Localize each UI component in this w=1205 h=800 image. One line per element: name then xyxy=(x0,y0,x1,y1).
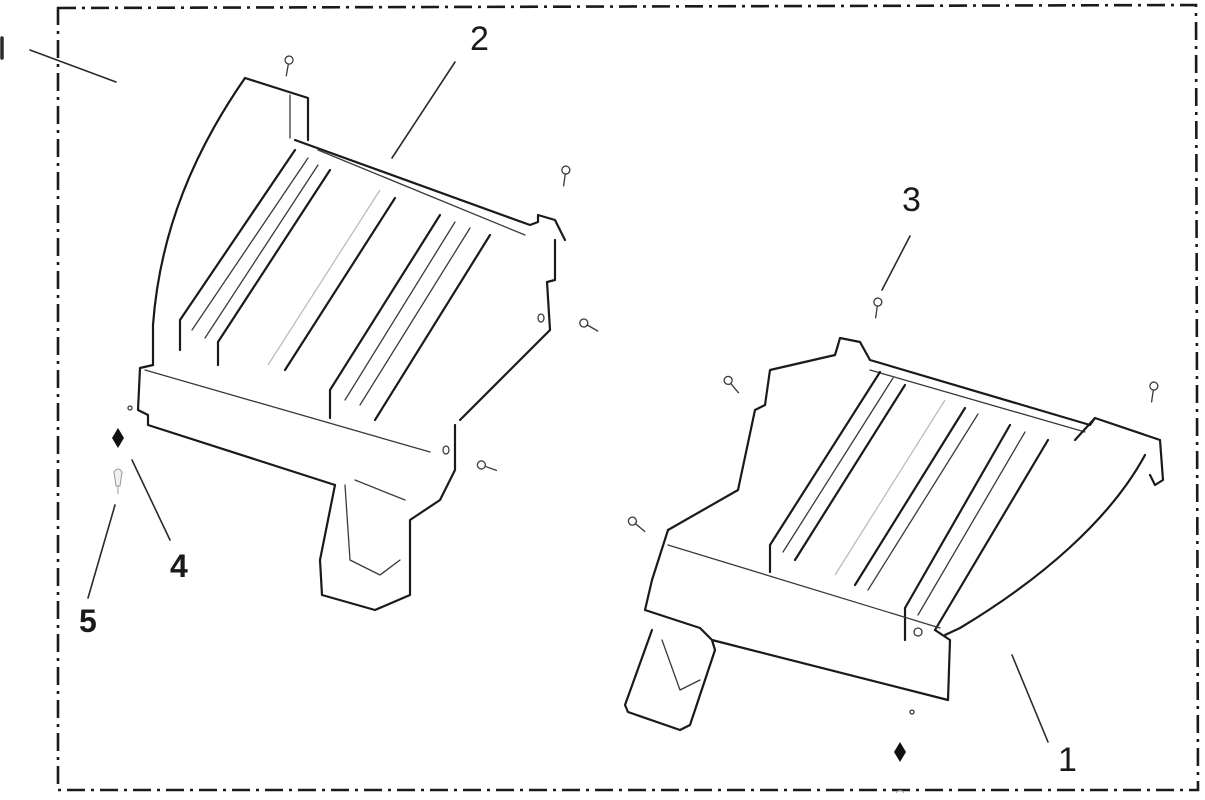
callout-5: 5 xyxy=(79,603,97,639)
callout-3: 3 xyxy=(902,181,921,219)
reference-leader-mark xyxy=(0,36,117,83)
screw-icon xyxy=(1149,381,1159,403)
callout-4: 4 xyxy=(170,548,188,584)
pin-icon xyxy=(895,790,905,794)
screw-icon xyxy=(873,297,883,319)
leader-3 xyxy=(881,235,911,291)
screw-icon xyxy=(627,516,646,533)
part-1-bracket xyxy=(623,336,1165,732)
screw-fasteners xyxy=(112,55,1159,794)
callout-1: 1 xyxy=(1058,741,1077,779)
leader-lines xyxy=(87,61,1049,743)
screw-icon xyxy=(561,165,571,187)
screw-icon xyxy=(723,375,740,394)
pin-icon xyxy=(113,468,123,494)
part-2-bracket xyxy=(127,76,567,612)
screw-icon xyxy=(579,318,599,332)
nut-icon xyxy=(894,742,906,762)
callout-labels: 1 2 3 4 5 xyxy=(79,20,1077,779)
callout-2: 2 xyxy=(470,20,489,58)
leader-2 xyxy=(391,61,456,159)
border-frame xyxy=(56,3,1200,792)
screw-icon xyxy=(476,460,498,472)
leader-4 xyxy=(131,459,171,541)
screw-icon xyxy=(284,55,294,77)
nut-icon xyxy=(112,428,124,448)
leader-5 xyxy=(87,504,116,599)
leader-1 xyxy=(1011,654,1049,743)
